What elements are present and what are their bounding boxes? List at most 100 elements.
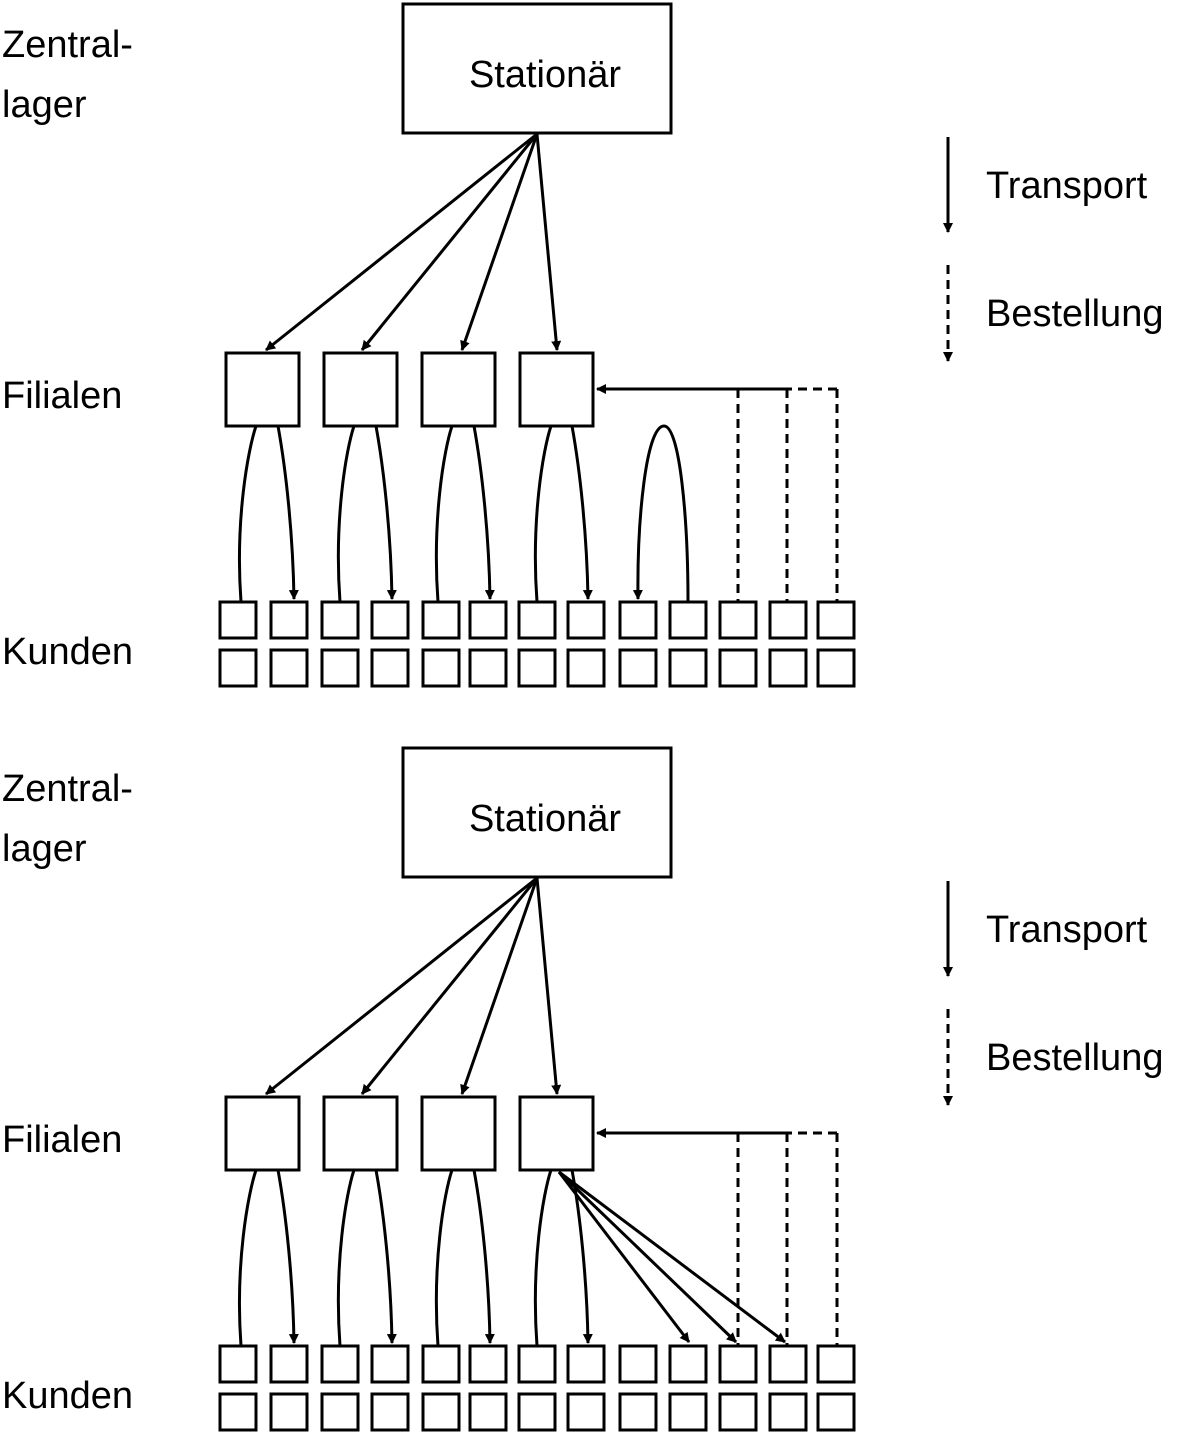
customer-box xyxy=(269,1344,309,1384)
order-lines xyxy=(596,384,839,602)
legend-bestellung-label: Bestellung xyxy=(986,293,1163,335)
branch-box xyxy=(322,351,399,428)
customer-box xyxy=(718,1344,758,1384)
customer-box xyxy=(718,1392,758,1432)
branch-box xyxy=(224,1095,301,1172)
customer-box xyxy=(618,1344,658,1384)
customer-box xyxy=(517,600,557,640)
customer-box xyxy=(421,600,461,640)
customer-box xyxy=(218,600,258,640)
central-to-branch-arrows xyxy=(265,132,562,352)
customer-box xyxy=(370,648,410,688)
customer-box xyxy=(668,648,708,688)
customer-box xyxy=(768,1344,808,1384)
branch-box xyxy=(322,1095,399,1172)
delivery-arrow xyxy=(374,1169,397,1344)
customer-box xyxy=(668,1392,708,1432)
panel-1: Zentral- lager Filialen Kunden Stationär… xyxy=(2,2,1163,688)
delivery-arrow xyxy=(472,1169,495,1344)
zentrallager-label-line1: Zentral- xyxy=(2,24,133,66)
customer-box xyxy=(320,1392,360,1432)
home-delivery-arrow xyxy=(557,1170,738,1344)
customer-box xyxy=(421,648,461,688)
branch-boxes xyxy=(224,1095,595,1172)
customer-box xyxy=(768,600,808,640)
customer-box xyxy=(668,600,708,640)
customer-box xyxy=(816,1392,856,1432)
zentrallager-label-line2: lager xyxy=(2,828,87,870)
panel-2: Zentral- lager Filialen Kunden Stationär… xyxy=(2,746,1163,1432)
customer-pickup-line xyxy=(336,425,356,603)
customer-box xyxy=(421,1344,461,1384)
central-warehouse-label: Stationär xyxy=(469,54,621,96)
customer-box xyxy=(768,1392,808,1432)
customer-box xyxy=(370,1392,410,1432)
delivery-arrow xyxy=(570,425,593,600)
customer-box xyxy=(468,648,508,688)
legend-transport-label: Transport xyxy=(986,909,1148,951)
customer-box xyxy=(517,1392,557,1432)
customer-box xyxy=(468,1344,508,1384)
delivery-arrow xyxy=(276,1169,299,1344)
customer-box xyxy=(566,1344,606,1384)
customer-box xyxy=(566,1392,606,1432)
filialen-label: Filialen xyxy=(2,375,122,417)
customer-box xyxy=(618,648,658,688)
branch-boxes xyxy=(224,351,595,428)
kunden-label: Kunden xyxy=(2,631,133,673)
customer-box xyxy=(768,648,808,688)
customer-box xyxy=(468,600,508,640)
central-to-branch-arrows xyxy=(265,876,562,1096)
customer-box xyxy=(618,1392,658,1432)
filialen-label: Filialen xyxy=(2,1119,122,1161)
customer-grid xyxy=(218,600,856,688)
customer-pickup-line xyxy=(238,1169,258,1347)
delivery-arrow xyxy=(472,425,495,600)
transport-arrow xyxy=(265,876,538,1096)
customer-box xyxy=(320,1344,360,1384)
customer-pickup-line xyxy=(434,425,454,603)
central-warehouse-box xyxy=(401,2,673,135)
customer-box xyxy=(618,600,658,640)
branch-box xyxy=(518,351,595,428)
customer-grid xyxy=(218,1344,856,1432)
branch-to-customer-arrows xyxy=(238,424,690,603)
customer-box xyxy=(718,648,758,688)
customer-box xyxy=(218,1392,258,1432)
customer-box xyxy=(468,1392,508,1432)
delivery-arrow xyxy=(374,425,397,600)
transport-arrow xyxy=(265,132,538,352)
legend-bestellung-label: Bestellung xyxy=(986,1037,1163,1079)
transport-arrow xyxy=(460,133,539,351)
branch-to-customer-arrows xyxy=(238,1169,786,1347)
transport-arrow xyxy=(535,877,562,1095)
customer-box xyxy=(320,600,360,640)
branch-box xyxy=(420,351,497,428)
delivery-arrow xyxy=(276,425,299,600)
transport-arrow xyxy=(460,877,539,1095)
transport-arrow xyxy=(535,133,562,351)
zentrallager-label-line1: Zentral- xyxy=(2,768,133,810)
customer-box xyxy=(421,1392,461,1432)
order-lines xyxy=(596,1128,839,1346)
customer-box xyxy=(816,1344,856,1384)
customer-box xyxy=(269,600,309,640)
customer-pickup-line xyxy=(533,1169,553,1347)
customer-box xyxy=(517,648,557,688)
central-warehouse-label: Stationär xyxy=(469,798,621,840)
central-warehouse-box xyxy=(401,746,673,879)
branch-box xyxy=(224,351,301,428)
customer-box xyxy=(718,600,758,640)
customer-box xyxy=(816,600,856,640)
transport-arrow xyxy=(360,877,539,1095)
customer-box xyxy=(269,1392,309,1432)
customer-pickup-line xyxy=(336,1169,356,1347)
customer-box xyxy=(816,648,856,688)
customer-box xyxy=(517,1344,557,1384)
self-pickup-loop-arrow xyxy=(632,424,690,603)
customer-box xyxy=(218,648,258,688)
customer-pickup-line xyxy=(238,425,258,603)
home-delivery-arrow xyxy=(557,1171,691,1343)
customer-box xyxy=(269,648,309,688)
